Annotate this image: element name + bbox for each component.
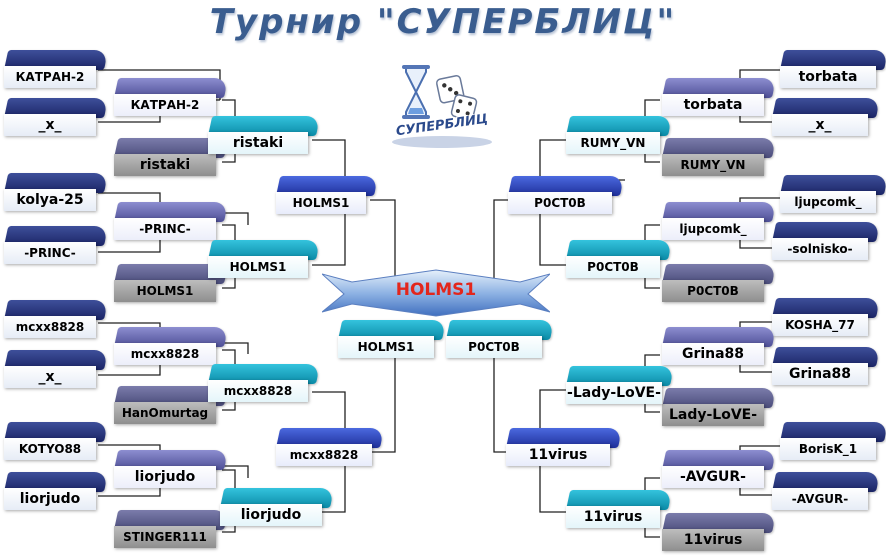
player-name: -AVGUR- [662, 466, 764, 488]
player-name: _x_ [4, 114, 96, 136]
left-r3-slot-2: HOLMS1 [208, 240, 321, 280]
player-name: -PRINC- [4, 242, 96, 264]
player-name: P0CT0B [508, 192, 612, 214]
player-name: КАТРАН-2 [114, 94, 216, 116]
left-r2-slot-3: -PRINC- [114, 202, 229, 242]
left-r3-slot-3: mcxx8828 [208, 364, 321, 404]
right-r3-slot-1: RUMY_VN [566, 116, 673, 156]
right-r4-slot-1: P0CT0B [508, 176, 625, 216]
player-name: liorjudo [114, 466, 216, 488]
right-r1-slot-2: _x_ [772, 98, 881, 138]
player-name: _x_ [772, 114, 868, 136]
right-r3-slot-4: 11virus [566, 490, 673, 530]
right-r1-slot-4: -solnisko- [772, 222, 881, 262]
player-name: КАТРАН-2 [4, 66, 96, 88]
left-r2-slot-7: liorjudo [114, 450, 229, 490]
right-r2-slot-2: RUMY_VN [662, 138, 777, 178]
left-r1-slot-4: -PRINC- [4, 226, 109, 266]
right-r1-slot-8: -AVGUR- [772, 472, 881, 512]
player-name: HanOmurtag [114, 402, 216, 424]
right-r1-slot-7: BorisK_1 [780, 422, 886, 462]
player-name: -PRINC- [114, 218, 216, 240]
right-r2-slot-3: ljupcomk_ [662, 202, 777, 242]
left-r2-slot-5: mcxx8828 [114, 327, 229, 367]
left-r1-slot-3: kolya-25 [4, 173, 109, 213]
left-r2-slot-1: КАТРАН-2 [114, 78, 229, 118]
player-name: liorjudo [220, 504, 322, 526]
player-name: -AVGUR- [772, 488, 868, 510]
right-r2-slot-5: Grina88 [662, 327, 777, 367]
left-r2-slot-6: HanOmurtag [114, 386, 229, 426]
right-r2-slot-7: -AVGUR- [662, 450, 777, 490]
player-name: 11virus [566, 506, 660, 528]
player-name: HOLMS1 [114, 280, 216, 302]
player-name: mcxx8828 [114, 343, 216, 365]
player-name: 11virus [662, 529, 764, 551]
left-r3-slot-1: ristaki [208, 116, 321, 156]
player-name: mcxx8828 [4, 316, 96, 338]
right-r1-slot-3: ljupcomk_ [780, 175, 886, 215]
left-r3-slot-4: liorjudo [220, 488, 335, 528]
right-r3-slot-2: P0CT0B [566, 240, 673, 280]
player-name: torbata [780, 66, 876, 88]
right-r2-slot-1: torbata [662, 78, 777, 118]
player-name: HOLMS1 [208, 256, 308, 278]
left-r2-slot-8: STINGER111 [114, 510, 229, 550]
player-name: Lady-LoVE- [662, 404, 764, 426]
right-r1-slot-5: KOSHA_77 [772, 298, 881, 338]
player-name: P0CT0B [662, 280, 764, 302]
player-name: ristaki [114, 154, 216, 176]
left-r1-slot-8: liorjudo [4, 472, 109, 512]
player-name: KOTYO88 [4, 438, 96, 460]
player-name: STINGER111 [114, 526, 216, 548]
player-name: BorisK_1 [780, 438, 876, 460]
player-name: RUMY_VN [662, 154, 764, 176]
left-r1-slot-2: _x_ [4, 98, 109, 138]
page-title: Турнир "СУПЕРБЛИЦ" [209, 2, 677, 42]
right-r3-slot-3: -Lady-LoVE- [566, 366, 675, 406]
player-name: -solnisko- [772, 238, 868, 260]
hourglass-dice-icon [392, 65, 492, 148]
player-name: liorjudo [4, 488, 96, 510]
champion-banner: HOLMS1 [321, 264, 551, 320]
left-r2-slot-2: ristaki [114, 138, 229, 178]
player-name: torbata [662, 94, 764, 116]
right-r2-slot-4: P0CT0B [662, 264, 777, 304]
right-r4-slot-2: 11virus [506, 428, 623, 468]
superblitz-logo: СУПЕРБЛИЦ [384, 62, 500, 152]
right-r1-slot-6: Grina88 [772, 347, 881, 387]
champion-name: HOLMS1 [395, 280, 477, 300]
player-name: -Lady-LoVE- [566, 382, 662, 404]
player-name: mcxx8828 [276, 444, 372, 466]
player-name: _x_ [4, 366, 96, 388]
player-name: kolya-25 [4, 189, 96, 211]
left-finalist: HOLMS1 [338, 320, 447, 360]
player-name: ristaki [208, 132, 308, 154]
player-name: 11virus [506, 444, 610, 466]
left-r4-slot-1: HOLMS1 [276, 176, 379, 216]
player-name: mcxx8828 [208, 380, 308, 402]
right-r2-slot-6: Lady-LoVE- [662, 388, 777, 428]
right-r2-slot-8: 11virus [662, 513, 777, 553]
player-name: ljupcomk_ [780, 191, 876, 213]
player-name: ljupcomk_ [662, 218, 764, 240]
player-name: RUMY_VN [566, 132, 660, 154]
player-name: HOLMS1 [338, 336, 434, 358]
left-r1-slot-5: mcxx8828 [4, 300, 109, 340]
player-name: P0CT0B [446, 336, 542, 358]
left-r2-slot-4: HOLMS1 [114, 264, 229, 304]
player-name: HOLMS1 [276, 192, 366, 214]
left-r1-slot-7: KOTYO88 [4, 422, 109, 462]
right-r1-slot-1: torbata [780, 50, 886, 90]
left-r1-slot-1: КАТРАН-2 [4, 50, 109, 90]
left-r4-slot-2: mcxx8828 [276, 428, 385, 468]
right-finalist: P0CT0B [446, 320, 555, 360]
player-name: Grina88 [772, 363, 868, 385]
player-name: KOSHA_77 [772, 314, 868, 336]
player-name: Grina88 [662, 343, 764, 365]
player-name: P0CT0B [566, 256, 660, 278]
left-r1-slot-6: _x_ [4, 350, 109, 390]
